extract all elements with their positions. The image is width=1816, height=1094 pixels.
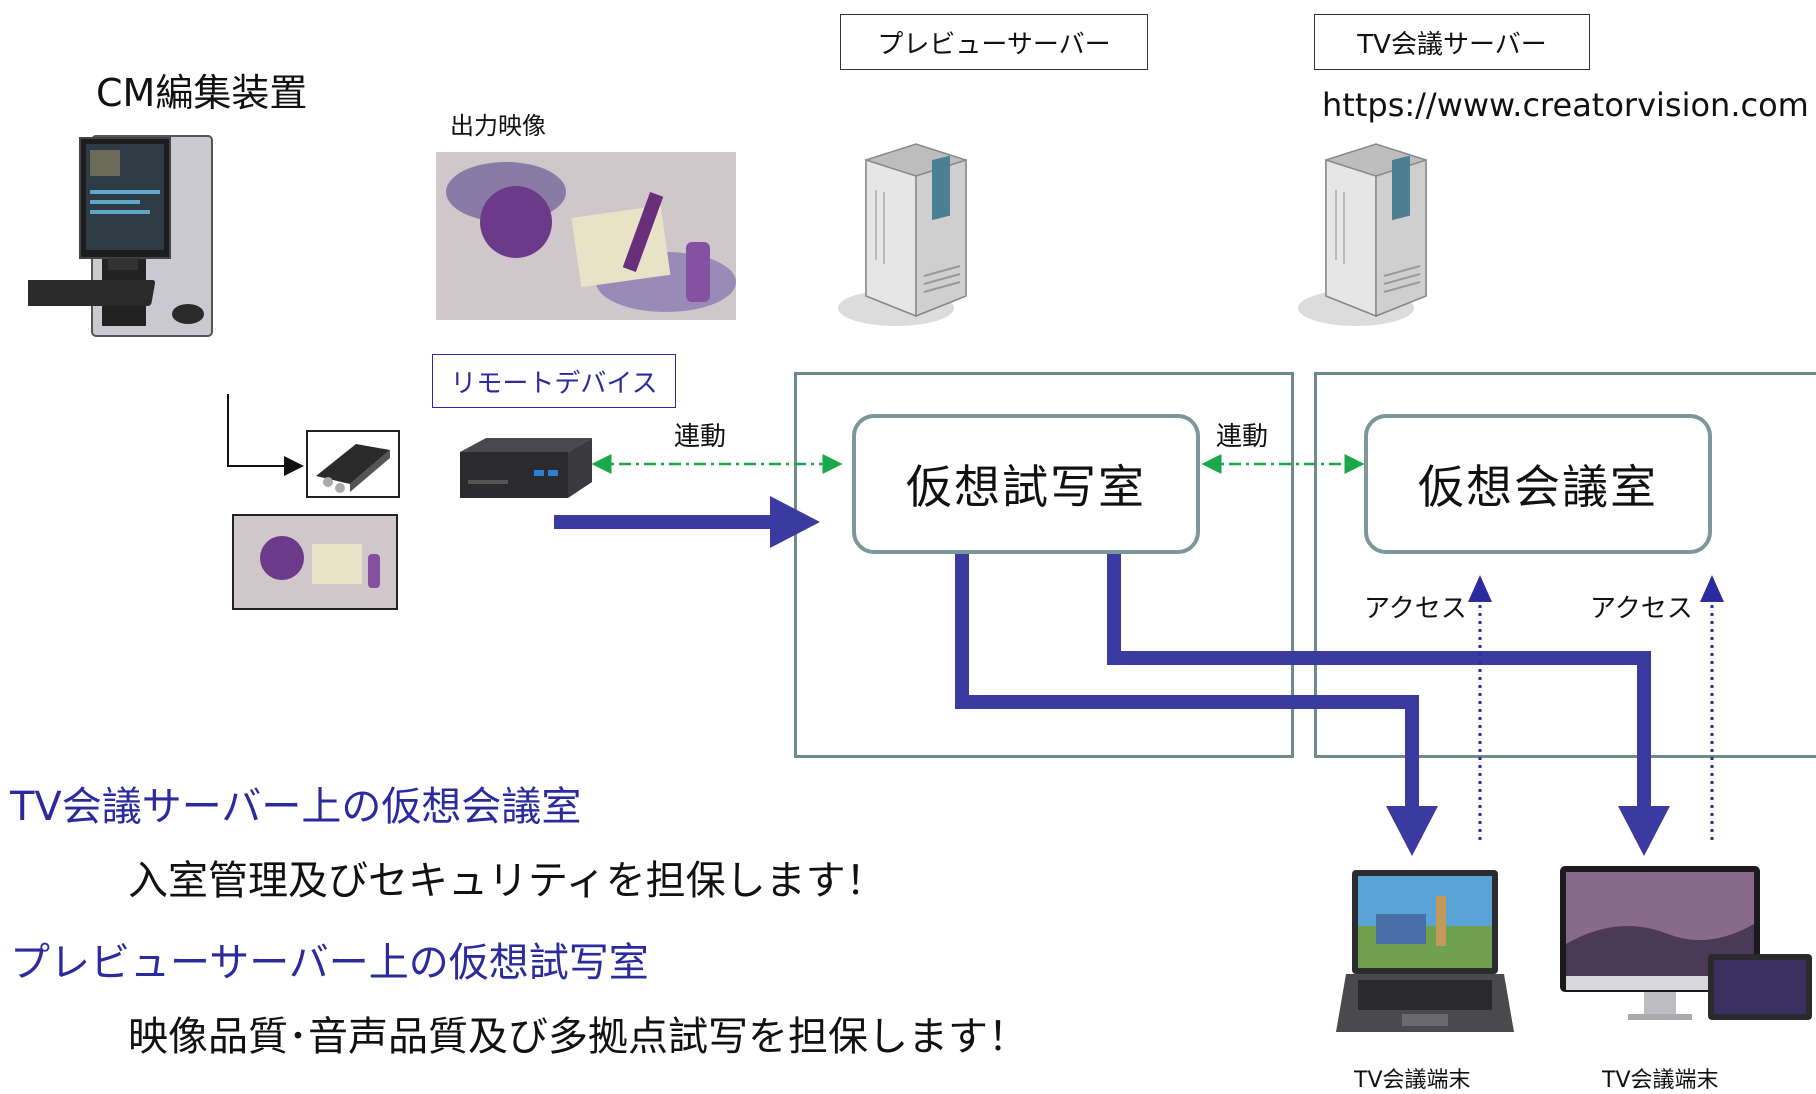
device-to-preview-arrow-head — [770, 496, 820, 548]
remote-device-label-text: リモートデバイス — [450, 368, 658, 399]
note-heading-preview: プレビューサーバー上の仮想試写室 — [10, 940, 649, 986]
access-label-left: アクセス — [1364, 594, 1467, 624]
virtual-preview-room[interactable]: 仮想試写室 — [852, 414, 1200, 554]
tv-server-label: TV会議サーバー — [1314, 14, 1590, 70]
tv-server-icon — [1298, 143, 1427, 326]
preview-server-label-text: プレビューサーバー — [877, 29, 1111, 60]
output-video-label: 出力映像 — [450, 112, 546, 140]
preview-server-zone — [794, 372, 1294, 758]
capture-connector — [227, 394, 304, 476]
note-body-meeting: 入室管理及びセキュリティを担保します！ — [128, 858, 886, 904]
preview-to-laptop-flow — [955, 552, 1419, 808]
remote-device-image — [460, 438, 592, 498]
terminal-label-right: TV会議端末 — [1602, 1068, 1719, 1093]
tv-server-url[interactable]: https://www.creatorvision.com — [1322, 86, 1809, 124]
preview-to-desktop-head — [1618, 806, 1670, 856]
link-label-left: 連動 — [674, 422, 727, 452]
capture-device-image — [306, 430, 400, 498]
tv-server-label-text: TV会議サーバー — [1357, 29, 1547, 60]
terminal-label-left: TV会議端末 — [1354, 1068, 1471, 1093]
virtual-meeting-room[interactable]: 仮想会議室 — [1364, 414, 1712, 554]
note-body-preview: 映像品質･音声品質及び多拠点試写を担保します！ — [128, 1014, 1028, 1060]
virtual-preview-room-label: 仮想試写室 — [906, 460, 1146, 514]
preview-server-label: プレビューサーバー — [840, 14, 1148, 70]
preview-to-laptop-head — [1386, 806, 1438, 856]
virtual-meeting-room-label: 仮想会議室 — [1418, 460, 1658, 514]
preview-server-icon — [838, 143, 967, 326]
link-label-right: 連動 — [1216, 422, 1269, 452]
desktop-terminal-image — [1560, 866, 1812, 1020]
laptop-terminal-image — [1336, 870, 1514, 1032]
note-heading-meeting: TV会議サーバー上の仮想会議室 — [10, 784, 582, 830]
cm-editor-title: CM編集装置 — [96, 71, 308, 115]
preview-to-desktop-flow — [1107, 552, 1651, 808]
tv-server-zone — [1314, 372, 1816, 758]
output-video-image — [436, 152, 736, 320]
capture-preview-image — [232, 514, 398, 610]
access-label-right: アクセス — [1590, 594, 1693, 624]
workstation-image — [28, 135, 213, 337]
remote-device-label: リモートデバイス — [432, 354, 676, 408]
